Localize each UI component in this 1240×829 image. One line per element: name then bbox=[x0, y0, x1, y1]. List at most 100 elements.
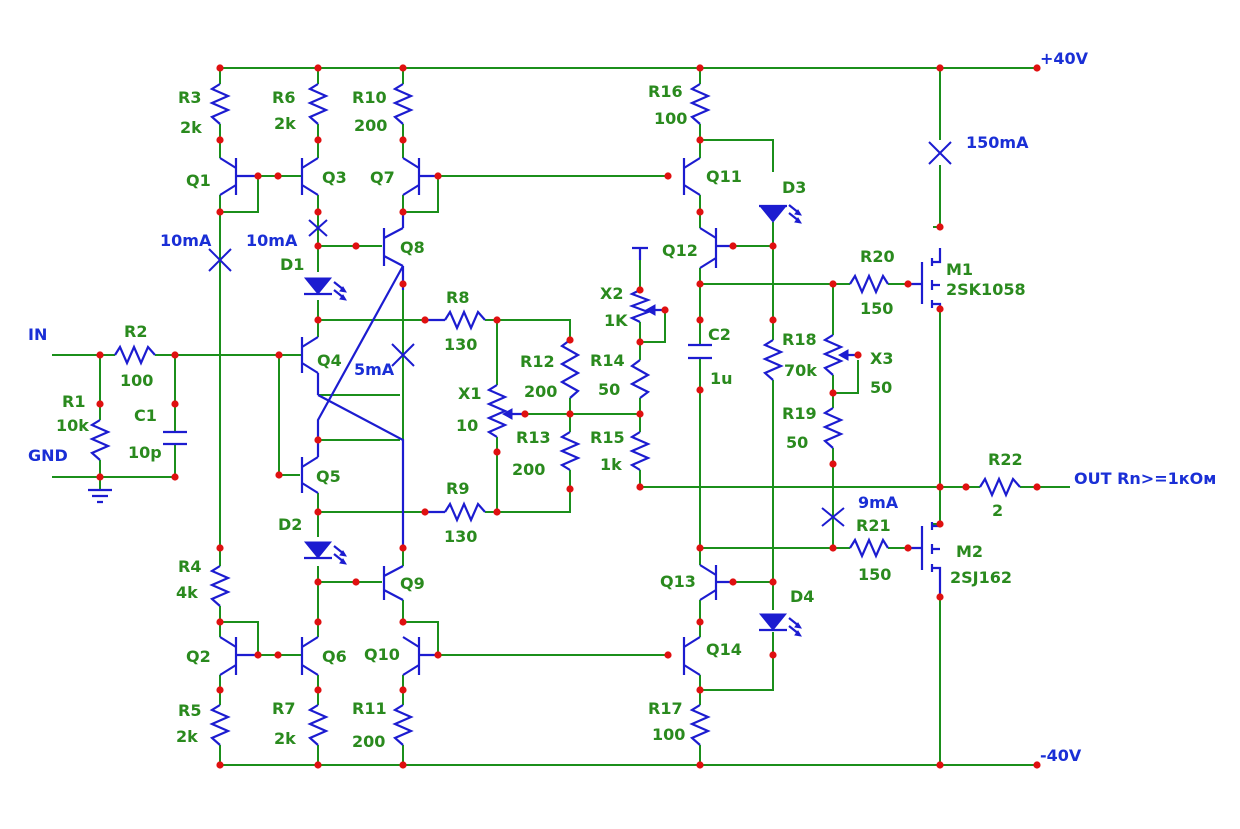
r3-ref: R3 bbox=[178, 88, 201, 107]
r11-ref: R11 bbox=[352, 699, 387, 718]
mosfet-m1 bbox=[908, 248, 942, 309]
c1-ref: C1 bbox=[134, 406, 157, 425]
q7-label: Q7 bbox=[370, 168, 395, 187]
r14-ref: R14 bbox=[590, 351, 625, 370]
resistor-r11 bbox=[392, 704, 414, 746]
r1-val: 10k bbox=[56, 416, 89, 435]
label-vminus: -40V bbox=[1040, 746, 1082, 765]
r20-ref: R20 bbox=[860, 247, 895, 266]
d3-label: D3 bbox=[782, 178, 806, 197]
r21-ref: R21 bbox=[856, 516, 891, 535]
m2-ref: M2 bbox=[956, 542, 983, 561]
r20-val: 150 bbox=[860, 299, 893, 318]
r6-ref: R6 bbox=[272, 88, 295, 107]
resistor-r8 bbox=[444, 309, 486, 331]
r9-val: 130 bbox=[444, 527, 477, 546]
label-out: OUT Rn>=1кОм bbox=[1074, 469, 1216, 488]
current-q8: 5mA bbox=[354, 360, 395, 379]
led-d4 bbox=[758, 613, 802, 637]
transistor-q7 bbox=[402, 157, 438, 196]
q2-label: Q2 bbox=[186, 647, 211, 666]
junction-dots bbox=[96, 64, 1041, 769]
led-d1 bbox=[303, 277, 347, 301]
r4-ref: R4 bbox=[178, 557, 201, 576]
resistor-r5 bbox=[209, 704, 231, 746]
d1-label: D1 bbox=[280, 255, 304, 274]
r2-ref: R2 bbox=[124, 322, 147, 341]
q13-label: Q13 bbox=[660, 572, 696, 591]
resistor-r10 bbox=[392, 83, 414, 125]
label-vplus: +40V bbox=[1040, 49, 1089, 68]
current-m1: 150mA bbox=[966, 133, 1029, 152]
r1-ref: R1 bbox=[62, 392, 85, 411]
q8-label: Q8 bbox=[400, 238, 425, 257]
x1-ref: X1 bbox=[458, 384, 481, 403]
r5-ref: R5 bbox=[178, 701, 201, 720]
resistor-r3 bbox=[209, 83, 231, 125]
r22-ref: R22 bbox=[988, 450, 1023, 469]
r7-val: 2k bbox=[274, 729, 296, 748]
r13-val: 200 bbox=[512, 460, 545, 479]
x3-val: 50 bbox=[870, 378, 892, 397]
transistor-q4 bbox=[300, 336, 320, 395]
r18-ref: R18 bbox=[782, 330, 817, 349]
r10-val: 200 bbox=[354, 116, 387, 135]
mosfet-m2 bbox=[908, 522, 942, 597]
r22-val: 2 bbox=[992, 501, 1003, 520]
r11-val: 200 bbox=[352, 732, 385, 751]
q6-label: Q6 bbox=[322, 647, 347, 666]
c2-ref: C2 bbox=[708, 325, 731, 344]
transistor-q14 bbox=[682, 636, 701, 676]
current-mark-q3 bbox=[308, 219, 328, 237]
resistor-r17 bbox=[689, 704, 711, 746]
q5-label: Q5 bbox=[316, 467, 341, 486]
q14-label: Q14 bbox=[706, 640, 742, 659]
current-mark-r21 bbox=[821, 507, 845, 527]
q10-label: Q10 bbox=[364, 645, 400, 664]
resistor-r6 bbox=[307, 83, 329, 125]
r16-val: 100 bbox=[654, 109, 687, 128]
r19-val: 50 bbox=[786, 433, 808, 452]
x2-ref: X2 bbox=[600, 284, 623, 303]
r6-val: 2k bbox=[274, 114, 296, 133]
r3-val: 2k bbox=[180, 118, 202, 137]
r18-val: 70k bbox=[784, 361, 817, 380]
r19-ref: R19 bbox=[782, 404, 817, 423]
r2-val: 100 bbox=[120, 371, 153, 390]
label-gnd: GND bbox=[28, 446, 68, 465]
led-d2 bbox=[303, 541, 347, 565]
ground-icon bbox=[88, 488, 112, 504]
resistor-r19 bbox=[822, 407, 844, 449]
transistor-q8 bbox=[382, 212, 405, 267]
r14-val: 50 bbox=[598, 380, 620, 399]
resistor-r7 bbox=[307, 704, 329, 746]
r5-val: 2k bbox=[176, 727, 198, 746]
resistor-r16 bbox=[689, 83, 711, 125]
current-q1: 10mA bbox=[160, 231, 212, 250]
resistor-r22 bbox=[979, 476, 1021, 498]
r12-ref: R12 bbox=[520, 352, 555, 371]
d4-label: D4 bbox=[790, 587, 814, 606]
m2-part: 2SJ162 bbox=[950, 568, 1012, 587]
r16-ref: R16 bbox=[648, 82, 683, 101]
labels: +40V -40V IN GND OUT Rn>=1кОм 10mA 10mA … bbox=[28, 49, 1216, 765]
r21-val: 150 bbox=[858, 565, 891, 584]
r10-ref: R10 bbox=[352, 88, 387, 107]
resistor-r21 bbox=[849, 537, 889, 559]
r4-val: 4k bbox=[176, 583, 198, 602]
q11-label: Q11 bbox=[706, 167, 742, 186]
trimmer-x3 bbox=[822, 334, 858, 376]
transistor-q6 bbox=[300, 636, 319, 676]
transistor-q11 bbox=[682, 157, 701, 196]
x3-ref: X3 bbox=[870, 349, 893, 368]
resistor-r9 bbox=[444, 501, 486, 523]
q4-label: Q4 bbox=[317, 351, 342, 370]
resistor-r12 bbox=[559, 339, 581, 399]
c2-val: 1u bbox=[710, 369, 733, 388]
resistor-r15 bbox=[629, 431, 651, 471]
m1-part: 2SK1058 bbox=[946, 280, 1026, 299]
transistor-q1 bbox=[219, 157, 258, 196]
c1-val: 10p bbox=[128, 443, 162, 462]
transistor-q5 bbox=[300, 440, 320, 494]
